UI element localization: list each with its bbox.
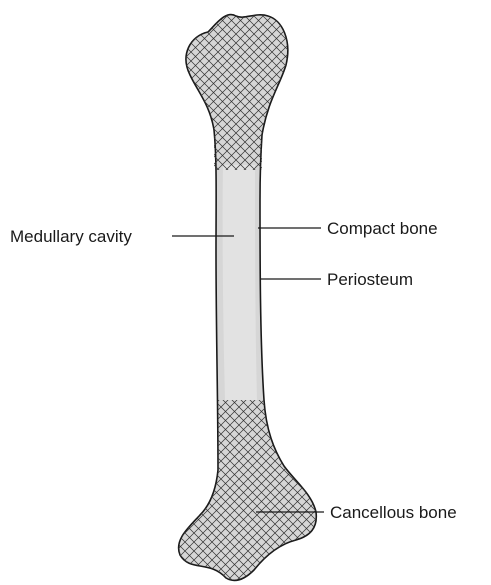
compact-bone-label: Compact bone [327, 219, 438, 238]
periosteum-label: Periosteum [327, 270, 413, 289]
cancellous-bone-label: Cancellous bone [330, 503, 457, 522]
medullary-cavity-region [223, 165, 257, 400]
medullary-cavity-label: Medullary cavity [10, 227, 132, 246]
